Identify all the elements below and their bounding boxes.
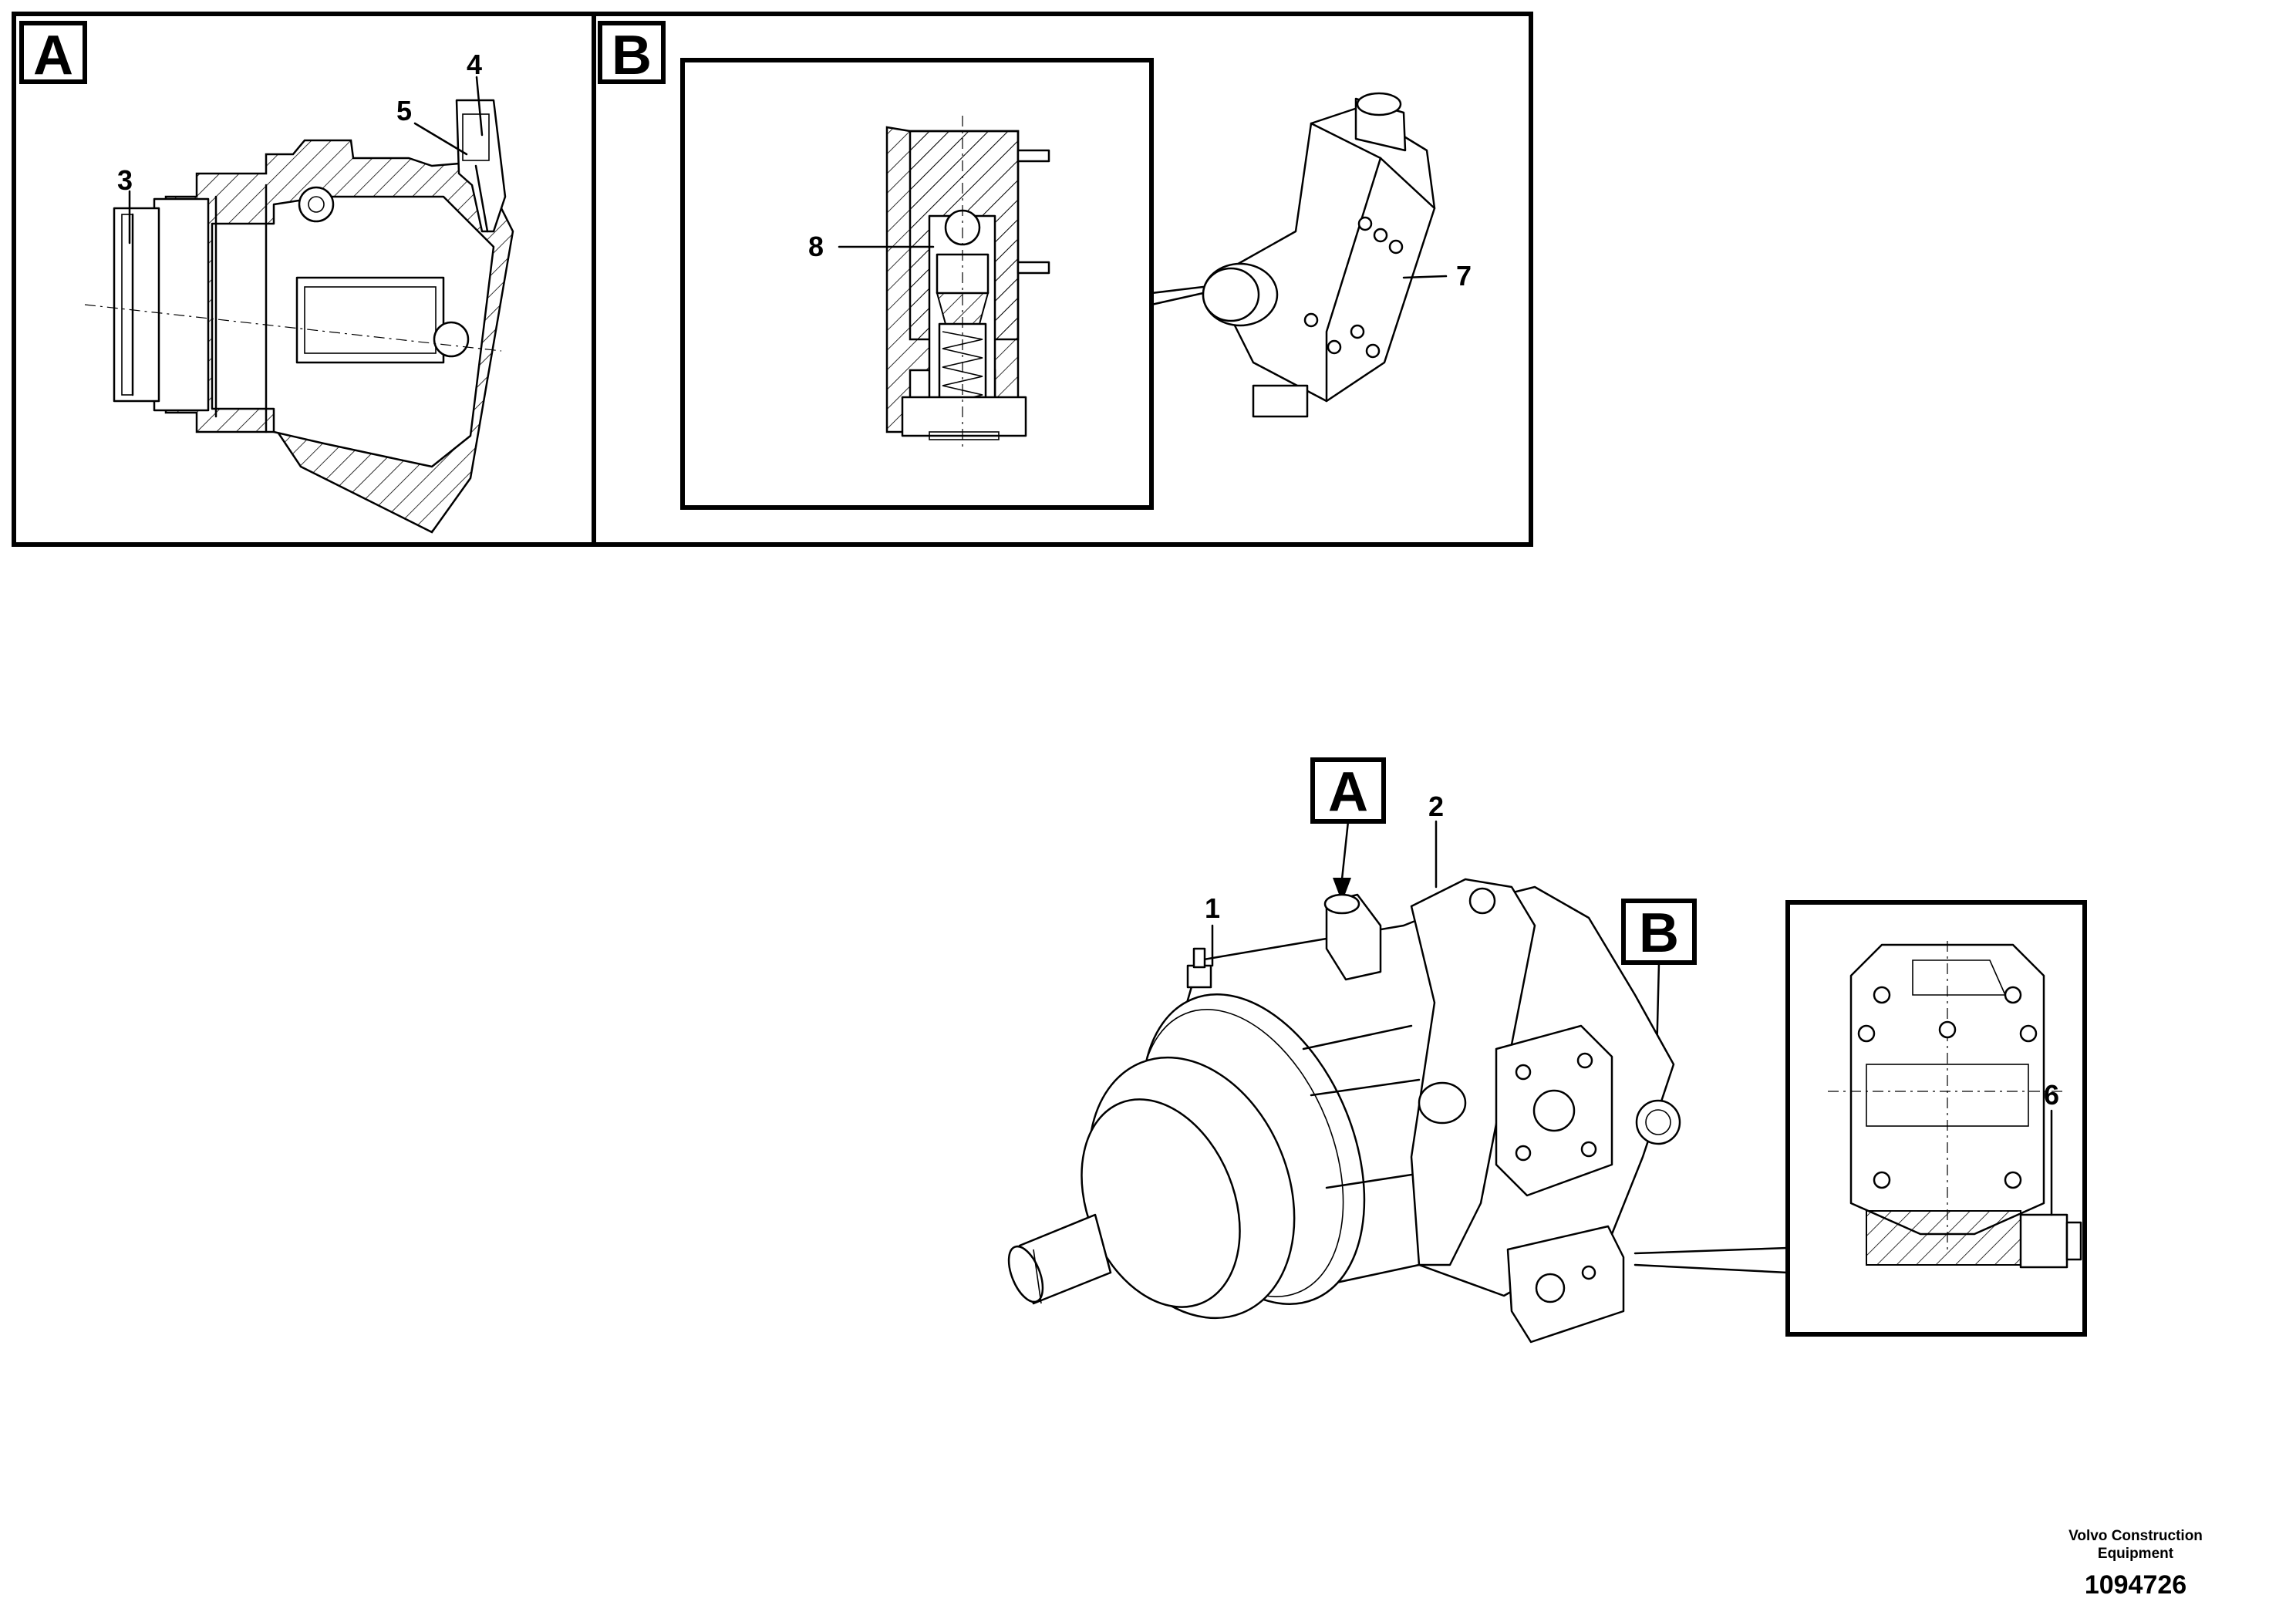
callout-1: 1 (1205, 892, 1220, 924)
solenoid-inset (1785, 900, 2087, 1337)
callout-5: 5 (396, 95, 412, 126)
callout-7: 7 (1456, 260, 1472, 292)
motor-assembly (1007, 878, 1681, 1344)
valve-block (1202, 92, 1436, 418)
callout-6: 6 (2044, 1079, 2059, 1111)
callout-4: 4 (467, 49, 482, 80)
callout-2: 2 (1428, 791, 1444, 822)
valve-section-inset (680, 58, 1154, 510)
brand-label: Volvo Construction Equipment (2068, 1528, 2203, 1562)
detail-panel-b: B 8 (592, 12, 1533, 547)
document-number: 1094726 (2084, 1570, 2187, 1600)
callout-3: 3 (117, 164, 133, 196)
control-plate-view (1828, 941, 2082, 1269)
motor-cross-section (84, 99, 514, 534)
panel-b-label: B (612, 25, 652, 86)
callout-8: 8 (808, 231, 824, 262)
panel-a-label: A (33, 25, 73, 86)
hydraulic-motor-overview: A B (1007, 757, 2087, 1344)
overview-tag-b-label: B (1639, 902, 1679, 964)
overview-tag-a-label: A (1328, 761, 1368, 823)
relief-valve-section (885, 116, 1050, 447)
detail-panel-a: A (12, 12, 596, 547)
